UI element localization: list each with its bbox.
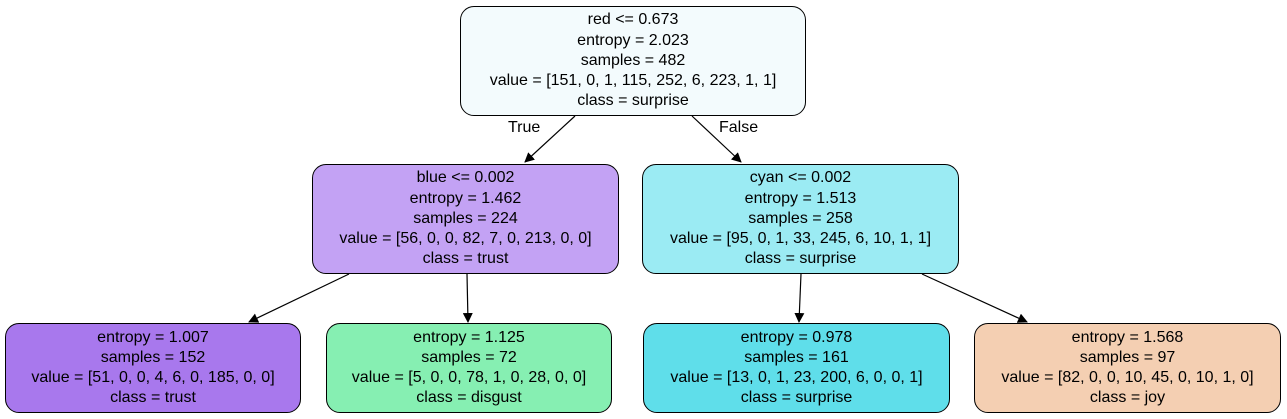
node-value: value = [56, 0, 0, 82, 7, 0, 213, 0, 0]: [339, 230, 592, 248]
node-class: class = surprise: [577, 92, 689, 110]
edge-left-ll: [248, 273, 350, 323]
edge-root-left: [524, 115, 576, 163]
node-class: class = disgust: [416, 389, 522, 407]
node-value: value = [51, 0, 0, 4, 6, 0, 185, 0, 0]: [31, 369, 275, 386]
node-entropy: entropy = 1.125: [413, 328, 525, 346]
node-samples: samples = 258: [748, 209, 853, 227]
node-value: value = [95, 0, 1, 33, 245, 6, 10, 1, 1]: [669, 230, 932, 248]
tree-leaf-lr: entropy = 1.125 samples = 72 value = [5,…: [326, 323, 612, 413]
tree-node-right: cyan <= 0.002 entropy = 1.513 samples = …: [642, 164, 959, 274]
node-samples: samples = 224: [413, 209, 518, 227]
edge-right-rl: [794, 273, 805, 323]
node-class: class = trust: [110, 389, 196, 407]
node-class: class = trust: [422, 250, 509, 268]
node-split: cyan <= 0.002: [749, 169, 852, 187]
node-samples: samples = 97: [1079, 348, 1176, 366]
tree-node-left: blue <= 0.002 entropy = 1.462 samples = …: [312, 164, 619, 274]
node-value: value = [13, 0, 1, 23, 200, 6, 0, 0, 1]: [670, 369, 923, 386]
node-entropy: entropy = 1.513: [744, 189, 857, 207]
node-entropy: entropy = 2.023: [577, 31, 689, 49]
node-split: red <= 0.673: [587, 11, 679, 29]
node-entropy: entropy = 1.568: [1071, 328, 1184, 346]
node-split: blue <= 0.002: [416, 169, 515, 187]
edge-label-true: True: [508, 119, 541, 136]
node-samples: samples = 72: [421, 348, 517, 366]
edge-right-rr: [921, 273, 1028, 323]
node-entropy: entropy = 1.007: [97, 328, 209, 346]
node-entropy: entropy = 1.462: [409, 189, 522, 207]
edge-label-false: False: [719, 119, 759, 136]
tree-leaf-rr: entropy = 1.568 samples = 97 value = [82…: [974, 323, 1281, 413]
tree-node-root: red <= 0.673 entropy = 2.023 samples = 4…: [460, 6, 806, 116]
node-value: value = [82, 0, 0, 10, 45, 0, 10, 1, 0]: [1001, 369, 1254, 386]
edge-root-right: [691, 115, 742, 163]
tree-leaf-rl: entropy = 0.978 samples = 161 value = [1…: [643, 323, 950, 413]
node-class: class = joy: [1089, 389, 1166, 407]
edge-left-lr: [462, 273, 473, 323]
node-class: class = surprise: [740, 389, 853, 407]
node-samples: samples = 152: [100, 348, 206, 366]
node-value: value = [151, 0, 1, 115, 252, 6, 223, 1,…: [489, 72, 777, 90]
node-value: value = [5, 0, 0, 78, 1, 0, 28, 0, 0]: [351, 369, 587, 386]
node-class: class = surprise: [744, 250, 857, 268]
node-entropy: entropy = 0.978: [740, 328, 853, 346]
tree-leaf-ll: entropy = 1.007 samples = 152 value = [5…: [5, 323, 301, 413]
node-samples: samples = 161: [744, 348, 849, 366]
node-samples: samples = 482: [580, 51, 686, 69]
